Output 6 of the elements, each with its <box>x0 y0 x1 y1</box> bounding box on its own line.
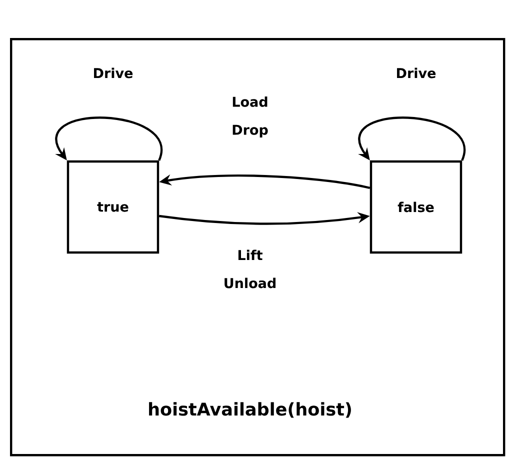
edge-label: Lift Unload <box>224 250 276 288</box>
edge-label: Drive <box>94 68 133 78</box>
edge-label: Drive <box>397 68 436 78</box>
state-box: false <box>370 160 462 254</box>
state-box: true <box>66 160 160 254</box>
edge-label: Load Drop <box>232 96 268 138</box>
